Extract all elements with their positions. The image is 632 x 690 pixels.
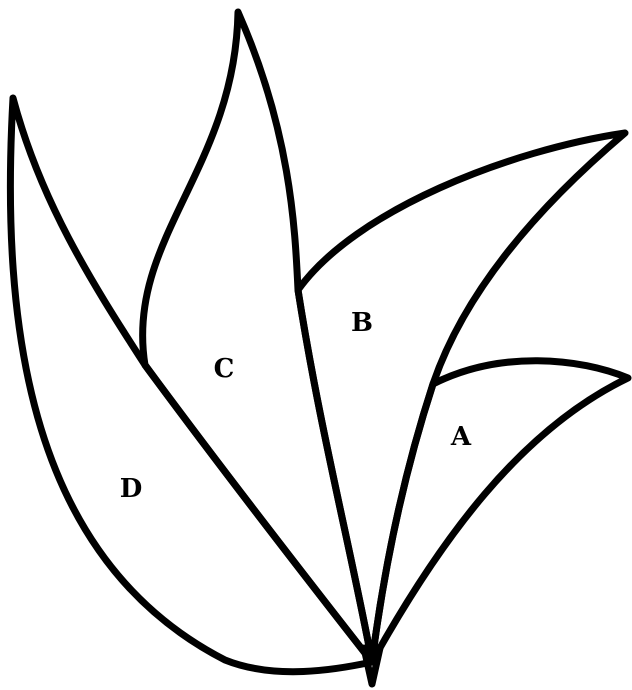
label-c: C [214,354,235,384]
label-b: B [351,308,373,338]
leaf-a-outline [372,361,628,662]
label-d: D [120,474,143,504]
leaf-b-outline [298,133,625,662]
label-a: A [450,422,472,452]
leaf-c-outline [143,12,372,662]
